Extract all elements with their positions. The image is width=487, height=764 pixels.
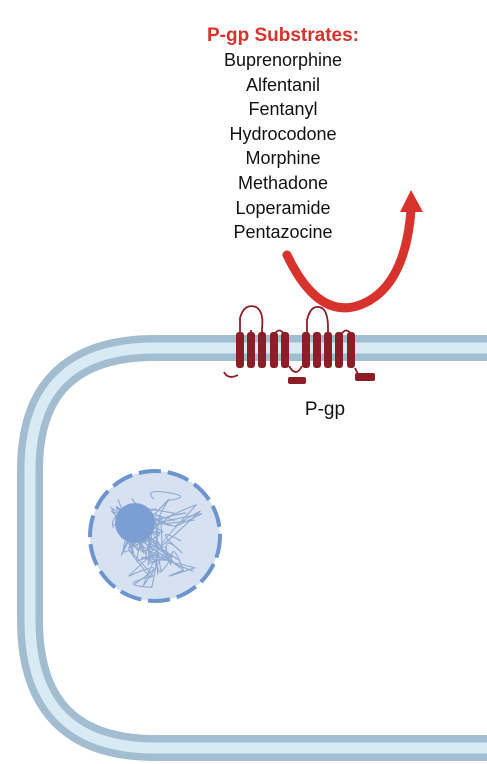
substrate-item: Loperamide bbox=[235, 197, 331, 218]
substrate-item: Hydrocodone bbox=[229, 123, 337, 144]
substrate-item: Buprenorphine bbox=[223, 50, 343, 70]
substrate-item: Morphine bbox=[245, 148, 321, 169]
substrate-title: P-gp Substrates: bbox=[206, 25, 360, 46]
substrate-item: Fentanyl bbox=[248, 99, 318, 120]
chromatin-strand bbox=[157, 504, 203, 547]
chromatin-strand bbox=[128, 546, 167, 588]
nucleus-icon bbox=[88, 469, 222, 603]
p-gp-transporter-icon bbox=[223, 305, 375, 384]
substrate-item: Methadone bbox=[237, 172, 329, 193]
nucleolus bbox=[115, 503, 155, 543]
cell-membrane-inner bbox=[24, 342, 487, 754]
transporter-label: P-gp bbox=[304, 399, 346, 420]
substrate-item: Pentazocine bbox=[233, 222, 333, 243]
substrate-item: Alfentanil bbox=[245, 74, 321, 95]
chromatin-strand bbox=[140, 527, 185, 571]
efflux-arrow-icon bbox=[282, 190, 423, 313]
substrate-list: Buprenorphine Alfentanil Fentanyl Hydroc… bbox=[183, 48, 383, 245]
substrate-panel: P-gp Substrates: Buprenorphine Alfentani… bbox=[183, 24, 383, 245]
chromatin-strand bbox=[164, 534, 197, 577]
